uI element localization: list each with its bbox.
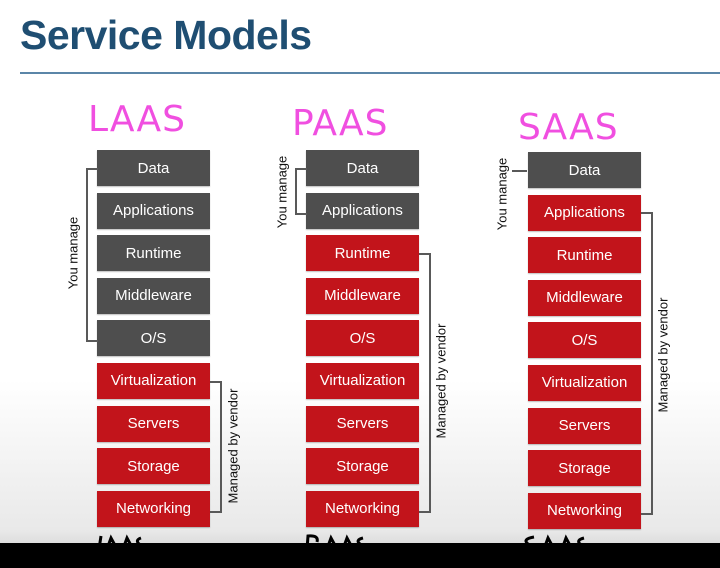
layer-storage: Storage xyxy=(97,448,210,485)
layer-virtualization: Virtualization xyxy=(97,362,210,399)
vendor-bracket-saas xyxy=(641,212,653,515)
vendor-label-paas: Managed by vendor xyxy=(433,323,449,439)
layer-middleware: Middleware xyxy=(306,277,419,314)
vendor-label-iaas: Managed by vendor xyxy=(225,388,241,504)
vendor-bracket-iaas xyxy=(210,381,222,513)
handwriting-fragment-2 xyxy=(305,527,405,543)
layer-servers: Servers xyxy=(528,407,641,444)
handwriting-fragment-3 xyxy=(520,527,630,543)
handwriting-fragment-1 xyxy=(97,527,197,543)
you-manage-bracket-iaas xyxy=(86,168,98,342)
layer-storage: Storage xyxy=(528,450,641,487)
you-manage-tick-saas xyxy=(512,170,527,172)
layer-runtime: Runtime xyxy=(528,237,641,274)
layer-data: Data xyxy=(528,152,641,188)
you-manage-label-saas: You manage xyxy=(494,157,510,231)
title-divider xyxy=(20,72,720,74)
you-manage-label-paas: You manage xyxy=(274,155,290,229)
vendor-bracket-paas xyxy=(419,253,431,513)
layer-storage: Storage xyxy=(306,448,419,485)
you-manage-bracket-paas xyxy=(295,168,307,215)
layer-o-s: O/S xyxy=(306,320,419,357)
layer-virtualization: Virtualization xyxy=(306,362,419,399)
layer-applications: Applications xyxy=(306,192,419,229)
layer-applications: Applications xyxy=(97,192,210,229)
layer-data: Data xyxy=(97,150,210,186)
layer-data: Data xyxy=(306,150,419,186)
layer-virtualization: Virtualization xyxy=(528,364,641,401)
layer-middleware: Middleware xyxy=(528,279,641,316)
layer-middleware: Middleware xyxy=(97,277,210,314)
layer-runtime: Runtime xyxy=(97,235,210,272)
page-title: Service Models xyxy=(20,12,312,58)
layer-applications: Applications xyxy=(528,194,641,231)
you-manage-label-iaas: You manage xyxy=(65,216,81,290)
layer-runtime: Runtime xyxy=(306,235,419,272)
video-letterbox-bar xyxy=(0,543,720,568)
layer-networking: Networking xyxy=(528,492,641,529)
layer-o-s: O/S xyxy=(97,320,210,357)
layer-servers: Servers xyxy=(306,405,419,442)
model-name-iaas: LAAS xyxy=(88,99,186,140)
model-name-saas: SAAS xyxy=(518,107,619,148)
layer-networking: Networking xyxy=(306,490,419,527)
model-name-paas: PAAS xyxy=(292,103,389,144)
layer-o-s: O/S xyxy=(528,322,641,359)
vendor-label-saas: Managed by vendor xyxy=(655,297,671,413)
layer-servers: Servers xyxy=(97,405,210,442)
layer-networking: Networking xyxy=(97,490,210,527)
